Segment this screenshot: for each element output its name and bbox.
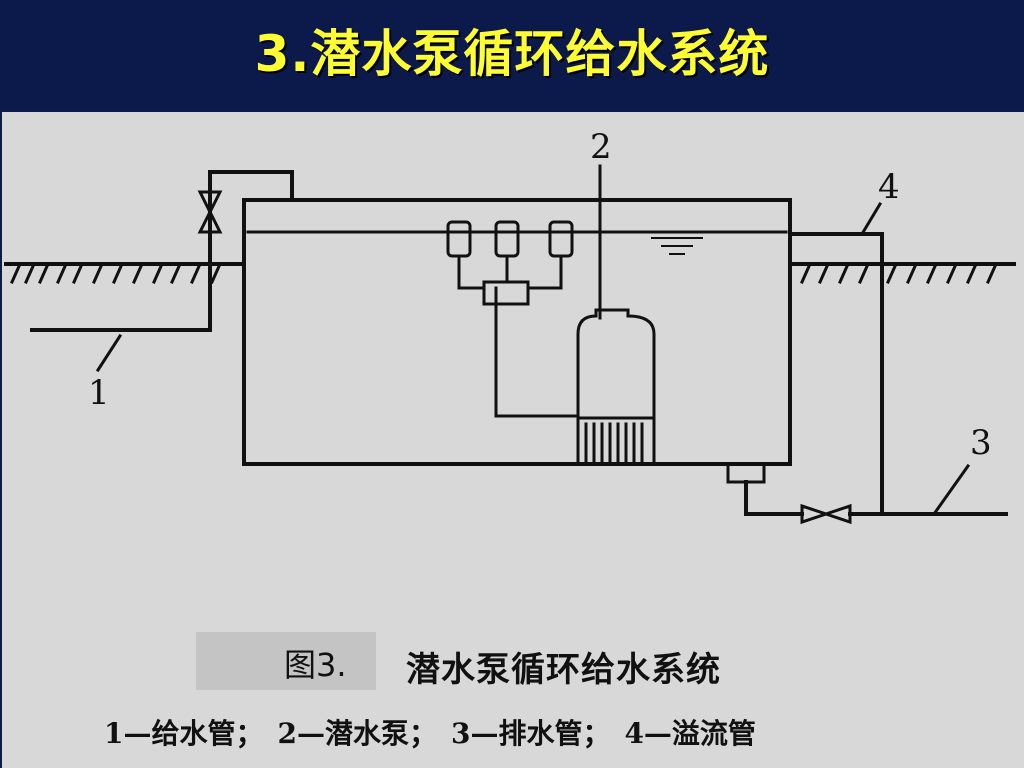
- supply-valve: [197, 190, 223, 234]
- slide-title: 3.潜水泵循环给水系统: [254, 25, 770, 83]
- ground-hatch-right: [800, 262, 998, 284]
- spray-head: [548, 220, 574, 258]
- submersible-pump: [576, 308, 656, 420]
- spray-head: [446, 220, 472, 258]
- legend-item-drain-pipe: 3—排水管；: [450, 717, 611, 750]
- drain-pipe: [744, 480, 1008, 516]
- leader-3: [931, 463, 971, 517]
- pump-intake: [576, 416, 656, 466]
- figure-legend: 1—给水管； 2—潜水泵； 3—排水管； 4—溢流管: [104, 712, 770, 752]
- caption-box: [196, 632, 376, 690]
- ground-hatch-left: [10, 262, 222, 284]
- distribution-pipes: [457, 254, 580, 418]
- figure-panel: 1 2 3 4: [2, 112, 1024, 768]
- leader-1: [95, 333, 123, 373]
- label-4: 4: [878, 167, 900, 207]
- figure-caption: 潜水泵循环给水系统: [406, 650, 721, 690]
- leader-4: [859, 201, 883, 237]
- label-2: 2: [590, 127, 612, 167]
- spray-head: [494, 220, 520, 258]
- legend-item-supply-pipe: 1—给水管；: [104, 717, 264, 750]
- overflow-pipe: [788, 232, 884, 516]
- water-level-mark: [651, 237, 703, 255]
- legend-item-overflow-pipe: 4—溢流管: [624, 717, 756, 750]
- supply-pipe: [30, 170, 294, 332]
- drain-fitting: [726, 462, 766, 484]
- label-1: 1: [88, 373, 110, 413]
- water-tank: [242, 198, 792, 466]
- label-3: 3: [970, 423, 992, 463]
- drain-valve: [800, 503, 852, 525]
- pump-intake-grille: [584, 422, 644, 466]
- legend-item-pump: 2—潜水泵；: [277, 717, 437, 750]
- manifold: [482, 280, 530, 306]
- title-bar: [0, 0, 1024, 110]
- system-diagram: 1 2 3 4: [4, 127, 1016, 525]
- figure-number: 图3.: [284, 646, 347, 684]
